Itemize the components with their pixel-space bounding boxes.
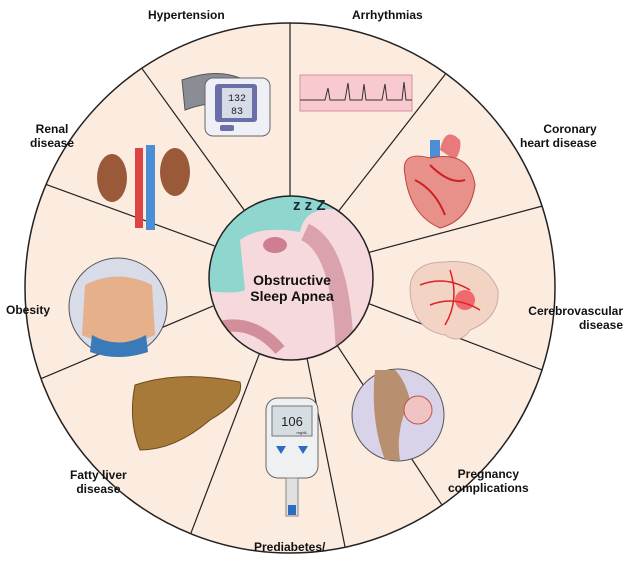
liver-icon <box>131 376 242 451</box>
label-line: Renal <box>35 122 69 136</box>
segment-divider <box>141 67 245 211</box>
label-line: disease <box>578 318 623 332</box>
pregnancy-icon <box>351 368 445 462</box>
label-line: Coronary <box>543 122 597 136</box>
obese-torso-icon <box>68 257 168 357</box>
label-line: heart disease <box>520 136 597 150</box>
label-obesity: Obesity <box>6 303 50 317</box>
segment-dividers <box>40 23 543 548</box>
segment-divider <box>337 73 447 213</box>
bp-diastolic: 83 <box>231 107 243 118</box>
glucose-unit: mg/dL <box>296 430 308 435</box>
glucose-meter-icon: 106 mg/dL <box>265 397 319 517</box>
label-arrhythmias: Arrhythmias <box>352 8 423 22</box>
ecg-strip-icon <box>299 74 413 112</box>
label-line: Pregnancy <box>457 467 520 481</box>
bp-systolic: 132 <box>228 94 246 105</box>
label-line: Prediabetes/ <box>254 540 326 554</box>
label-line: disease <box>30 136 75 150</box>
label-line: Obesity <box>6 303 51 317</box>
label-line: Hypertension <box>148 8 225 22</box>
center-title-line2: Sleep Apnea <box>250 288 334 304</box>
label-prediabetes: Prediabetes/ <box>254 540 325 554</box>
kidneys-icon <box>97 145 190 230</box>
label-line: complications <box>448 481 529 495</box>
segment-divider <box>190 353 260 534</box>
label-line: Fatty liver <box>70 468 127 482</box>
label-line: Arrhythmias <box>352 8 423 22</box>
brain-icon <box>409 261 499 340</box>
snore-z-icon: z z Z <box>293 197 326 214</box>
heart-icon <box>403 134 476 229</box>
label-line: disease <box>76 482 121 496</box>
segment-divider <box>306 358 346 548</box>
segment-divider <box>367 205 543 254</box>
blood-pressure-monitor-icon: 132 83 <box>181 73 271 137</box>
segment-divider <box>45 183 215 247</box>
label-hypertension: Hypertension <box>148 8 225 22</box>
glucose-reading: 106 <box>281 414 303 429</box>
label-line: Cerebrovascular <box>528 304 623 318</box>
center-title-line1: Obstructive <box>253 272 331 288</box>
center-title: Obstructive Sleep Apnea <box>232 272 352 304</box>
